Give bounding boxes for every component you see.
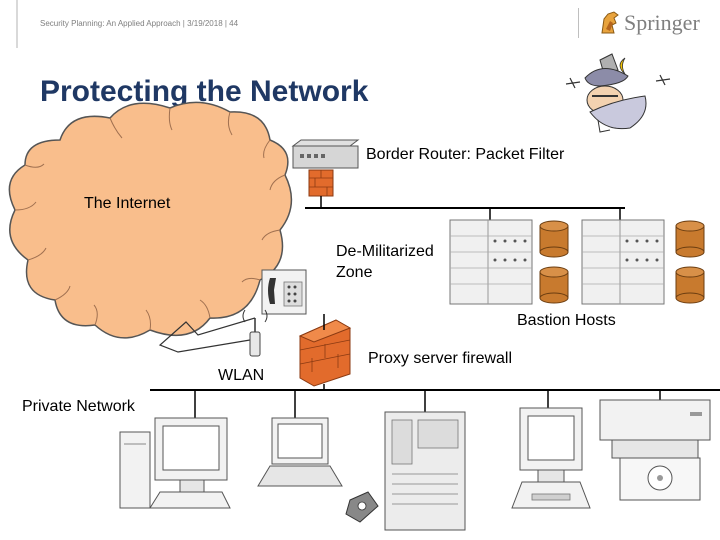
telephone-icon	[261, 269, 307, 315]
firewall-icon	[298, 319, 352, 387]
header-divider	[16, 0, 18, 48]
internet-label: The Internet	[84, 195, 171, 212]
router-icon	[291, 139, 360, 169]
disk-icon	[539, 266, 569, 304]
logo-divider	[578, 8, 579, 38]
dmz-label-line2: Zone	[336, 264, 373, 281]
desktop-computer-icon	[119, 417, 231, 509]
springer-horse-icon	[601, 11, 619, 34]
disk-icon	[675, 220, 705, 258]
bastion-server-icon	[449, 219, 533, 305]
bastion-server-icon	[581, 219, 665, 305]
disk-icon	[675, 266, 705, 304]
spy-illustration-icon	[565, 53, 671, 133]
springer-logo: Springer	[624, 10, 700, 35]
internet-cloud	[8, 101, 293, 339]
private-network-label: Private Network	[22, 398, 135, 415]
laptop-icon	[257, 417, 343, 487]
bastion-hosts-label: Bastion Hosts	[517, 312, 616, 329]
dmz-label-line1: De-Militarized	[336, 243, 434, 260]
slide-footer-info: Security Planning: An Applied Approach |…	[40, 19, 239, 28]
wireless-access-point-icon	[242, 309, 268, 357]
printer-icon	[599, 399, 711, 501]
wlan-label: WLAN	[218, 367, 265, 384]
border-router-label: Border Router: Packet Filter	[366, 146, 565, 163]
header-bar	[0, 0, 720, 48]
desktop-computer-icon	[511, 407, 591, 509]
server-tower-icon	[384, 411, 466, 531]
mouse-icon	[345, 491, 379, 523]
packet-filter-icon	[308, 169, 334, 197]
proxy-firewall-label: Proxy server firewall	[368, 350, 513, 367]
wireless-link-icon	[158, 317, 256, 353]
disk-icon	[539, 220, 569, 258]
